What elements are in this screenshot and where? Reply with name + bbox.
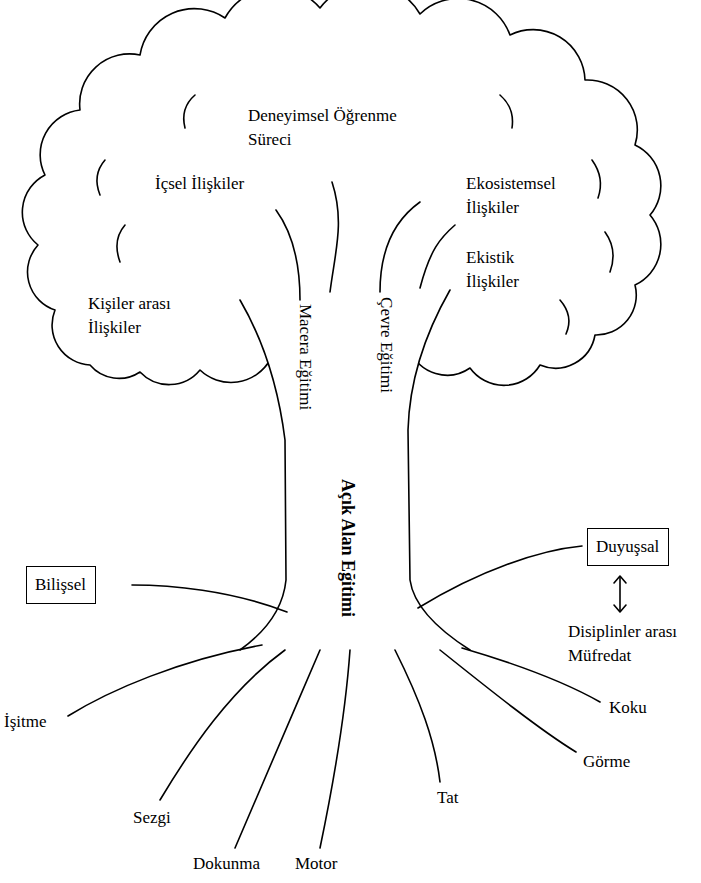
crown-label: Kişiler arası İlişkiler <box>88 292 198 340</box>
crown-label: Deneyimsel Öğrenme Süreci <box>248 104 408 152</box>
root-label: Görme <box>583 750 630 774</box>
tree-root <box>440 650 576 752</box>
crown-scribble <box>560 300 569 334</box>
tree-root <box>320 650 350 848</box>
tree-root <box>132 585 287 612</box>
root-label: Koku <box>609 696 647 720</box>
root-label: Motor <box>295 852 338 876</box>
tree-branch <box>330 182 338 292</box>
trunk-title: Açık Alan Eğitimi <box>336 479 360 617</box>
double-arrow <box>614 576 626 612</box>
category-box: Bilişsel <box>26 566 96 604</box>
crown-label: Ekistik İlişkiler <box>466 246 546 294</box>
tree-branch <box>420 225 455 288</box>
root-label: İşitme <box>4 710 47 734</box>
tree-branch <box>276 210 300 300</box>
box-label: Bilişsel <box>35 575 86 595</box>
trunk-label: Çevre Eğitimi <box>374 297 398 393</box>
crown-scribble <box>184 95 195 128</box>
trunk-edge <box>240 300 286 650</box>
crown-scribble <box>605 232 613 272</box>
crown-scribble <box>500 95 513 128</box>
tree-branch <box>380 202 420 292</box>
box-label: Duyuşsal <box>596 537 659 557</box>
category-box: Duyuşsal <box>587 528 669 566</box>
crown-scribble <box>592 160 600 198</box>
crown-scribble <box>97 160 105 195</box>
tree-root <box>235 650 320 848</box>
crown-label: İçsel İlişkiler <box>155 172 244 196</box>
root-label: Dokunma <box>193 852 260 876</box>
crown-scribble <box>117 225 125 262</box>
tree-root <box>395 650 440 782</box>
root-label: Tat <box>437 786 458 810</box>
trunk-label: Macera Eğitimi <box>293 304 317 410</box>
side-label: Disiplinler arası Müfredat <box>568 620 698 668</box>
tree-root <box>160 650 285 800</box>
tree-root <box>68 645 262 716</box>
tree-root <box>418 546 582 608</box>
crown-label: Ekosistemsel İlişkiler <box>466 172 566 220</box>
root-label: Sezgi <box>133 806 171 830</box>
